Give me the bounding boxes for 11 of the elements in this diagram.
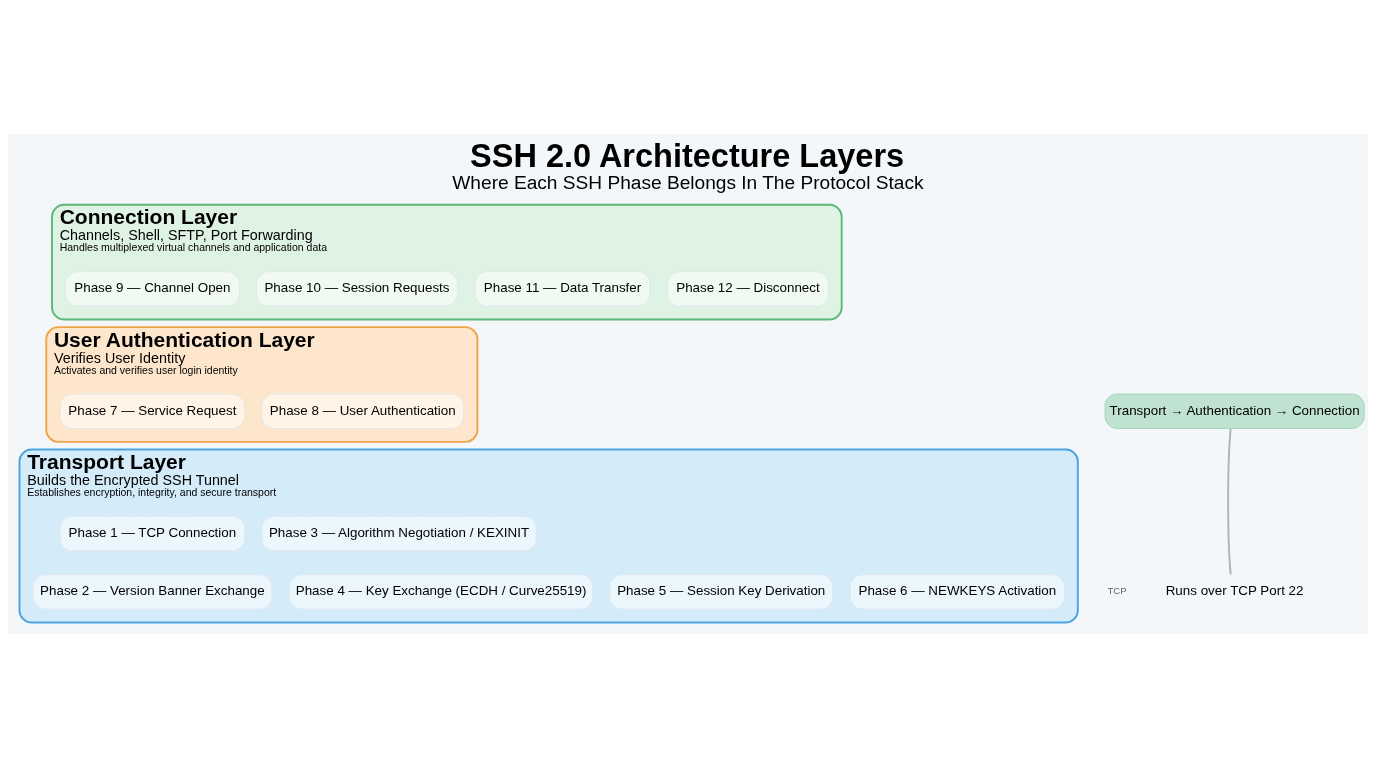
node-box: Phase 5 — Session Key Derivation [609, 574, 834, 610]
node-text: Runs over TCP Port 22 [1165, 583, 1304, 599]
connector [1227, 427, 1232, 576]
node-box: Phase 8 — User Authentication [261, 393, 465, 429]
node-box: Phase 3 — Algorithm Negotiation / KEXINIT [261, 515, 537, 552]
label: TCP [1107, 585, 1127, 597]
node-box: Phase 4 — Key Exchange (ECDH / Curve25519) [289, 574, 594, 610]
diagram-title: SSH 2.0 Architecture Layers [470, 137, 905, 174]
node-box: Transport → Authentication → Connection [1104, 393, 1365, 429]
node-box: Phase 7 — Service Request [59, 393, 246, 429]
node-box: Phase 1 — TCP Connection [59, 515, 246, 552]
